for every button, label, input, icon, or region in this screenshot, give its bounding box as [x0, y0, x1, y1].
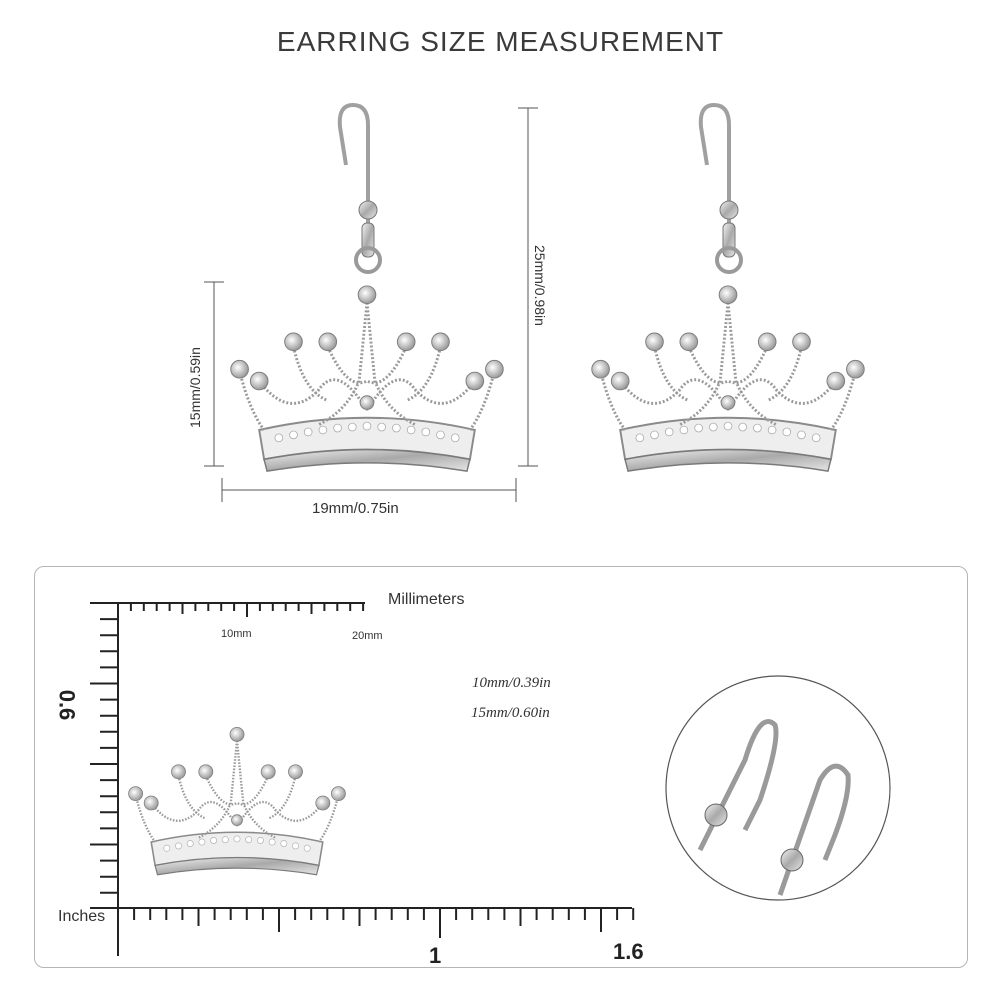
dimension-lines: [204, 107, 538, 502]
width-label: 19mm/0.75in: [312, 500, 399, 517]
right-earring: [590, 103, 866, 473]
crown-height-label: 15mm/0.59in: [187, 347, 203, 428]
inch-tick-1-6: 1.6: [613, 939, 644, 964]
inch-ticks: [133, 908, 635, 938]
mm-axis-label: Millimeters: [388, 591, 465, 608]
mm-tick-10: 10mm: [221, 628, 252, 640]
mm-ticks: [117, 603, 365, 617]
page-title: EARRING SIZE MEASUREMENT: [276, 26, 725, 57]
total-length-label: 25mm/0.98in: [532, 245, 548, 326]
vertical-ticks: [90, 602, 118, 894]
note-10mm: 10mm/0.39in: [472, 675, 551, 691]
note-15mm: 15mm/0.60in: [471, 705, 550, 721]
inch-tick-1: 1: [429, 943, 442, 968]
inch-axis-label: Inches: [58, 908, 106, 925]
hook-closeup: [665, 675, 891, 901]
mm-tick-20: 20mm: [352, 630, 383, 642]
ruler-panel: [34, 566, 968, 968]
left-earring: [229, 103, 505, 473]
vertical-inch-tick: 0.6: [54, 689, 80, 721]
